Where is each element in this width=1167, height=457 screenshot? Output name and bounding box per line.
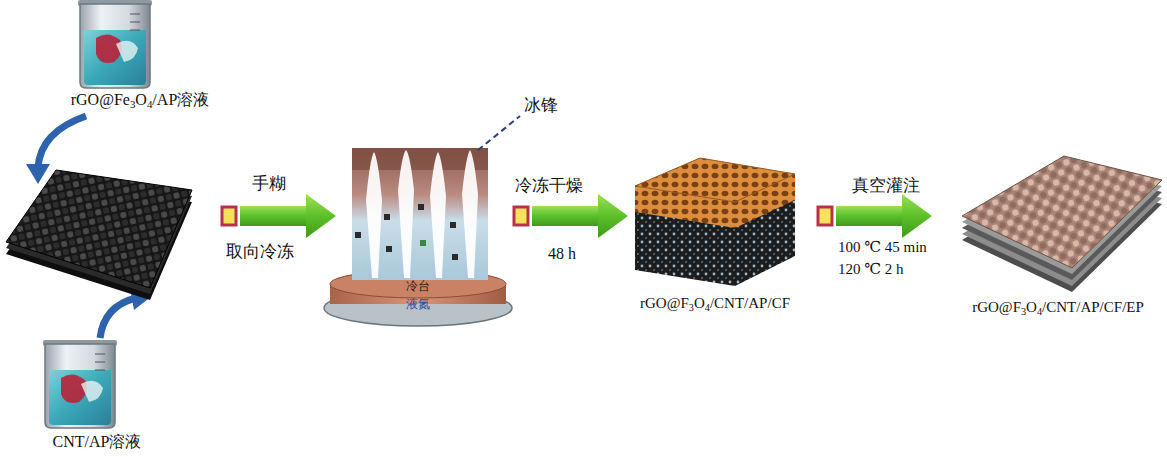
- caption-node: rGO@F3O4/CNT/AP/CF: [640, 294, 790, 312]
- carbon-fabric: [6, 170, 192, 300]
- beaker-illustration: [78, 0, 152, 88]
- curved-arrow: [38, 116, 86, 168]
- process-step: 真空灌注: [852, 176, 920, 196]
- curved-arrow: [100, 298, 136, 338]
- caption-text: rGO@F3O4/CNT/AP/CF/EP: [972, 298, 1144, 316]
- caption-node: CNT/AP溶液: [53, 432, 142, 451]
- process-time: 48 h: [548, 244, 576, 263]
- callout-label: 冰锋: [524, 96, 558, 116]
- caption-text: 冷台: [406, 279, 430, 293]
- caption-node: rGO@Fe3O4/AP溶液: [71, 90, 210, 109]
- caption-text: CNT/AP溶液: [53, 432, 142, 451]
- caption-text: 液氮: [406, 297, 430, 311]
- porous-scaffold: [635, 158, 795, 286]
- beaker-illustration: [43, 340, 117, 428]
- caption-text: rGO@Fe3O4/AP溶液: [71, 90, 210, 109]
- process-step: 冷冻干燥: [515, 176, 583, 196]
- process-step: 手糊: [252, 174, 286, 194]
- process-condition: 100 ℃ 45 min: [838, 238, 927, 256]
- caption-node: 冷台液氮: [406, 279, 430, 312]
- process-arrow: [222, 194, 336, 238]
- process-arrow: [514, 194, 628, 238]
- process-arrow: [818, 194, 932, 238]
- freeze-casting-apparatus: [324, 116, 520, 326]
- process-condition: 120 ℃ 2 h: [838, 260, 904, 278]
- caption-text: rGO@F3O4/CNT/AP/CF: [640, 294, 790, 312]
- caption-node: rGO@F3O4/CNT/AP/CF/EP: [972, 298, 1144, 316]
- process-step: 取向冷冻: [226, 242, 294, 262]
- composite-laminate: [962, 156, 1162, 292]
- arrow-head: [26, 164, 50, 184]
